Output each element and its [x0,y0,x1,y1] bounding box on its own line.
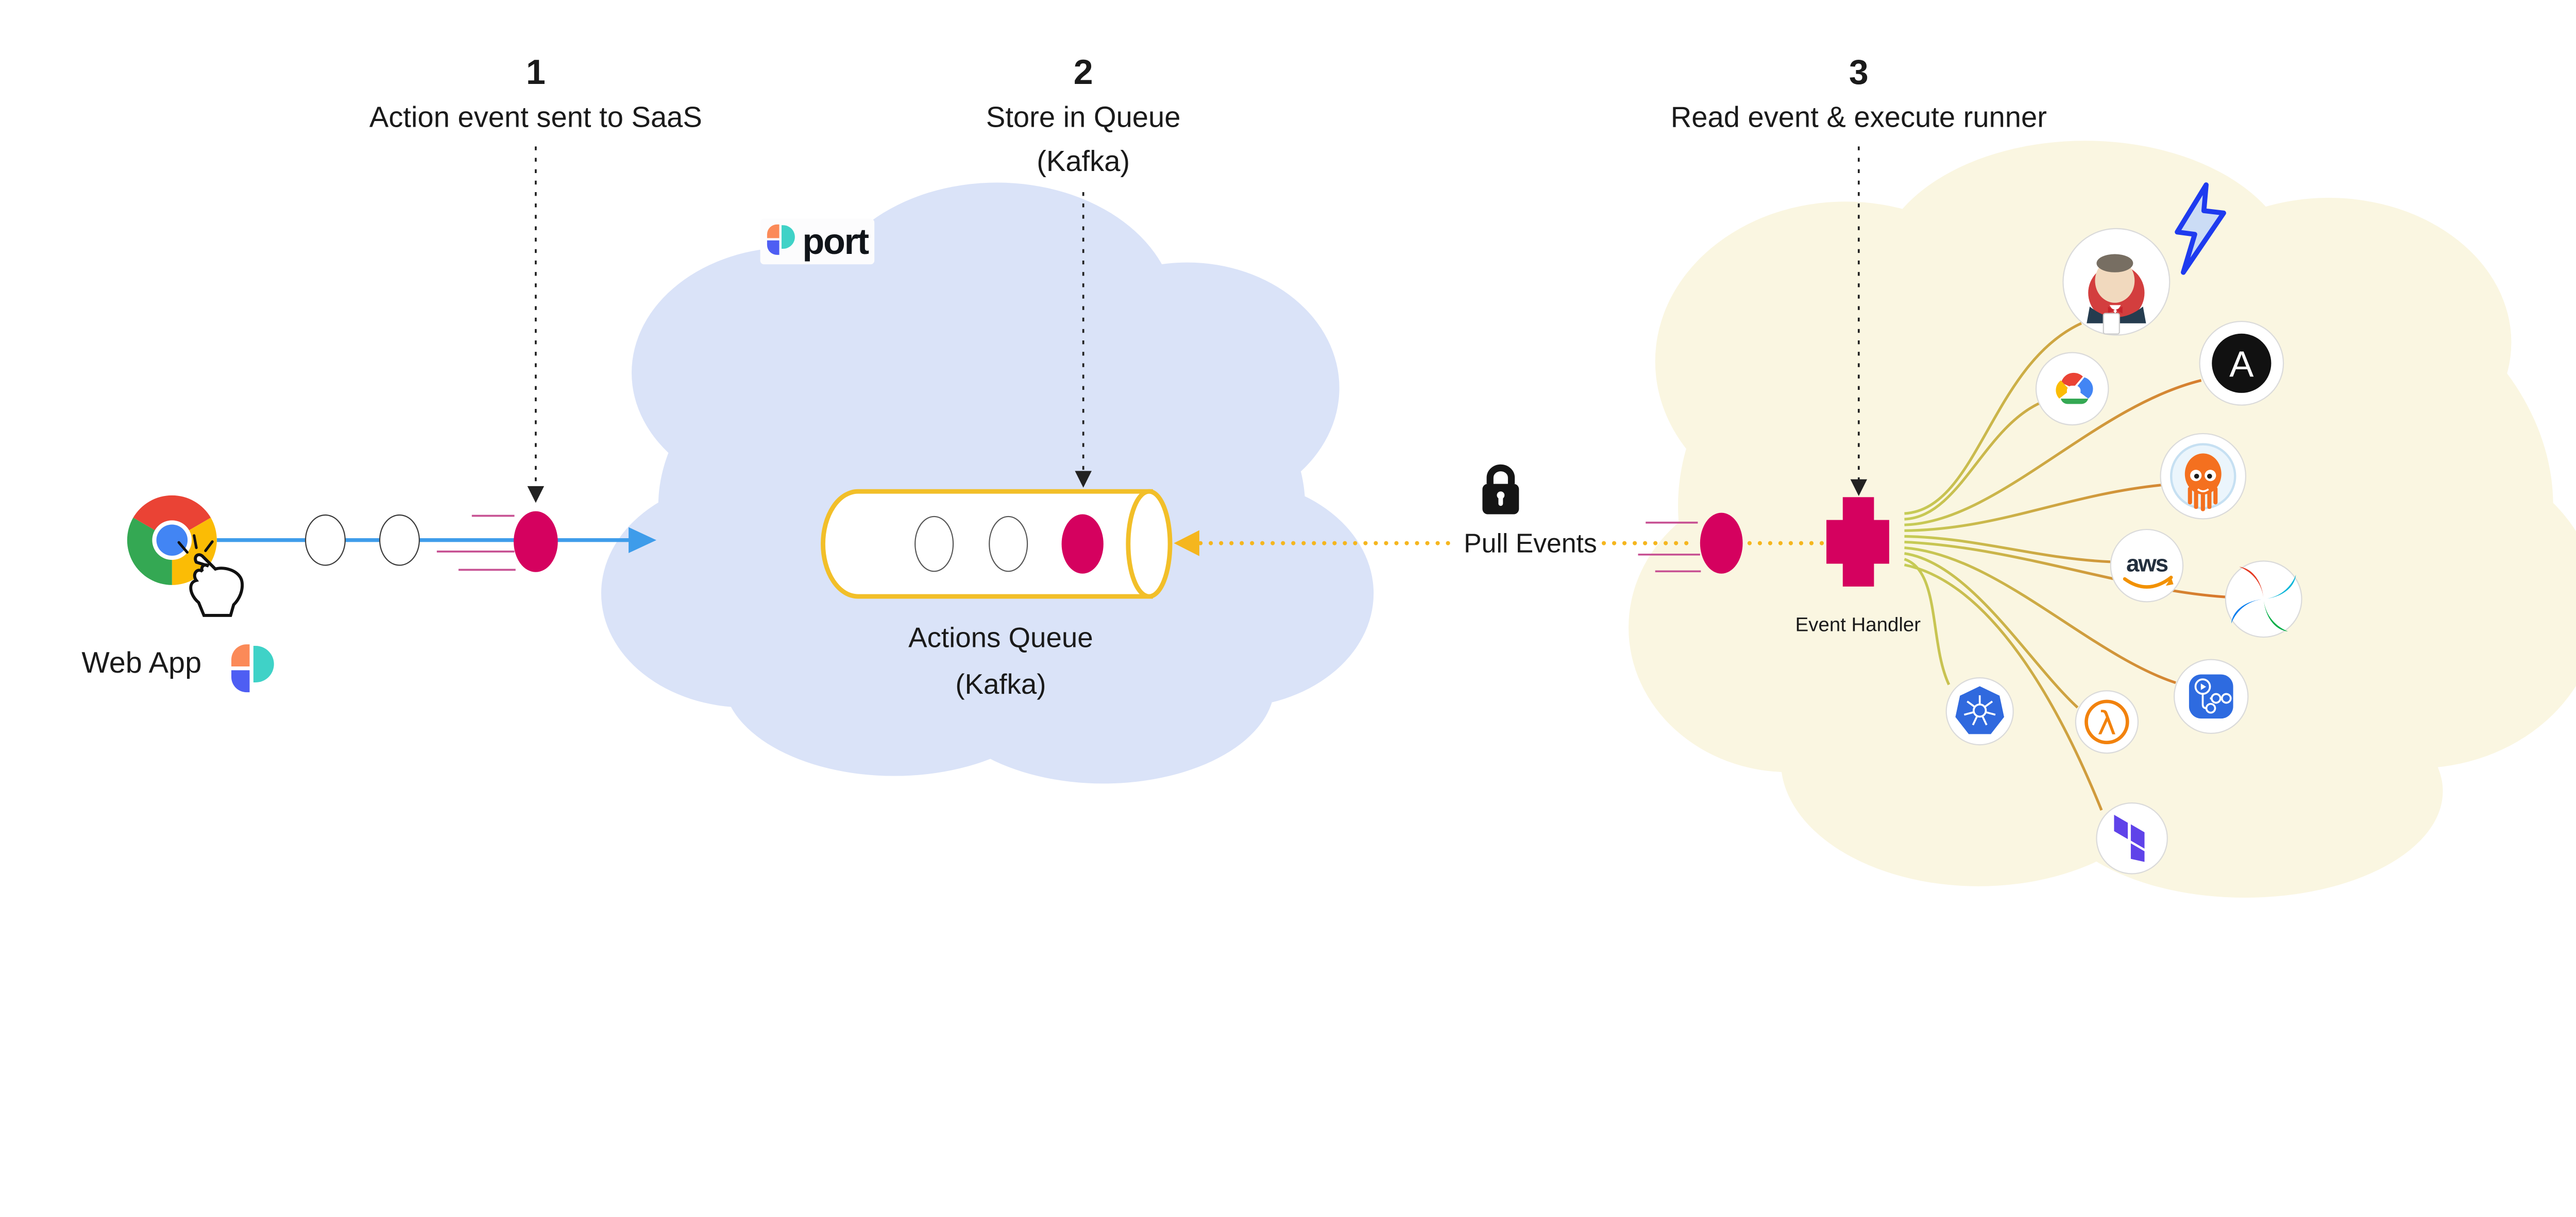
github-actions-icon [2173,659,2249,734]
ansible-letter: A [2229,344,2254,385]
step-1-label: Action event sent to SaaS [369,101,702,133]
aws-lambda-icon: λ [2075,690,2139,754]
step-arrowheads [527,471,1868,503]
queue-item [914,516,954,572]
step-2-label: Store in Queue [986,101,1181,133]
queue-item-active [1061,514,1104,574]
step-arrows [535,146,1860,489]
port-logo-teal [781,225,795,249]
flow-node [379,514,420,566]
pull-events-label: Pull Events [1464,528,1597,558]
step-3-label: Read event & execute runner [1670,101,2047,133]
queue-item [989,516,1028,572]
diagram-art: A aws [127,141,2576,898]
runner-curves [1904,322,2229,811]
blue-flow-line [213,511,657,572]
event-handler-label: Event Handler [1795,613,1921,636]
terraform-icon [2096,802,2168,875]
jenkins-icon [2062,228,2171,336]
airflow-icon [2225,560,2302,638]
aws-wordmark: aws [2126,550,2168,576]
port-logo-small [231,644,274,693]
cursor-click-icon [177,534,244,617]
aws-icon: aws [2110,528,2184,603]
step-3-number: 3 [1849,53,1869,92]
step-2-sublabel: (Kafka) [1037,145,1130,178]
diagram-stage: A aws [81,53,2576,898]
step-1-number: 1 [526,53,546,92]
queue-title: Actions Queue [908,622,1093,654]
actions-queue-cylinder [821,489,1173,599]
action-event-dot [436,511,558,572]
lightning-bolt-icon [2175,182,2226,275]
port-logo [760,218,875,265]
cloud-port-saas [601,182,1374,784]
flow-node [304,514,346,566]
lambda-letter: λ [2097,704,2116,742]
ansible-icon: A [2199,320,2284,406]
lock-icon [1482,464,1519,515]
port-logo-orange [767,224,779,238]
port-logo-blue [767,240,779,255]
event-handler-cross [1826,497,1889,587]
queue-subtitle: (Kafka) [955,668,1046,700]
google-cloud-icon [2035,352,2109,426]
web-app-label: Web App [81,645,202,679]
port-logo-text: port [802,221,869,262]
pull-events-arrowhead [1174,530,1199,556]
octopus-deploy-icon [2160,433,2247,520]
event-dot [1638,512,1743,574]
step-2-number: 2 [1073,53,1093,92]
kubernetes-icon [1945,677,2014,746]
